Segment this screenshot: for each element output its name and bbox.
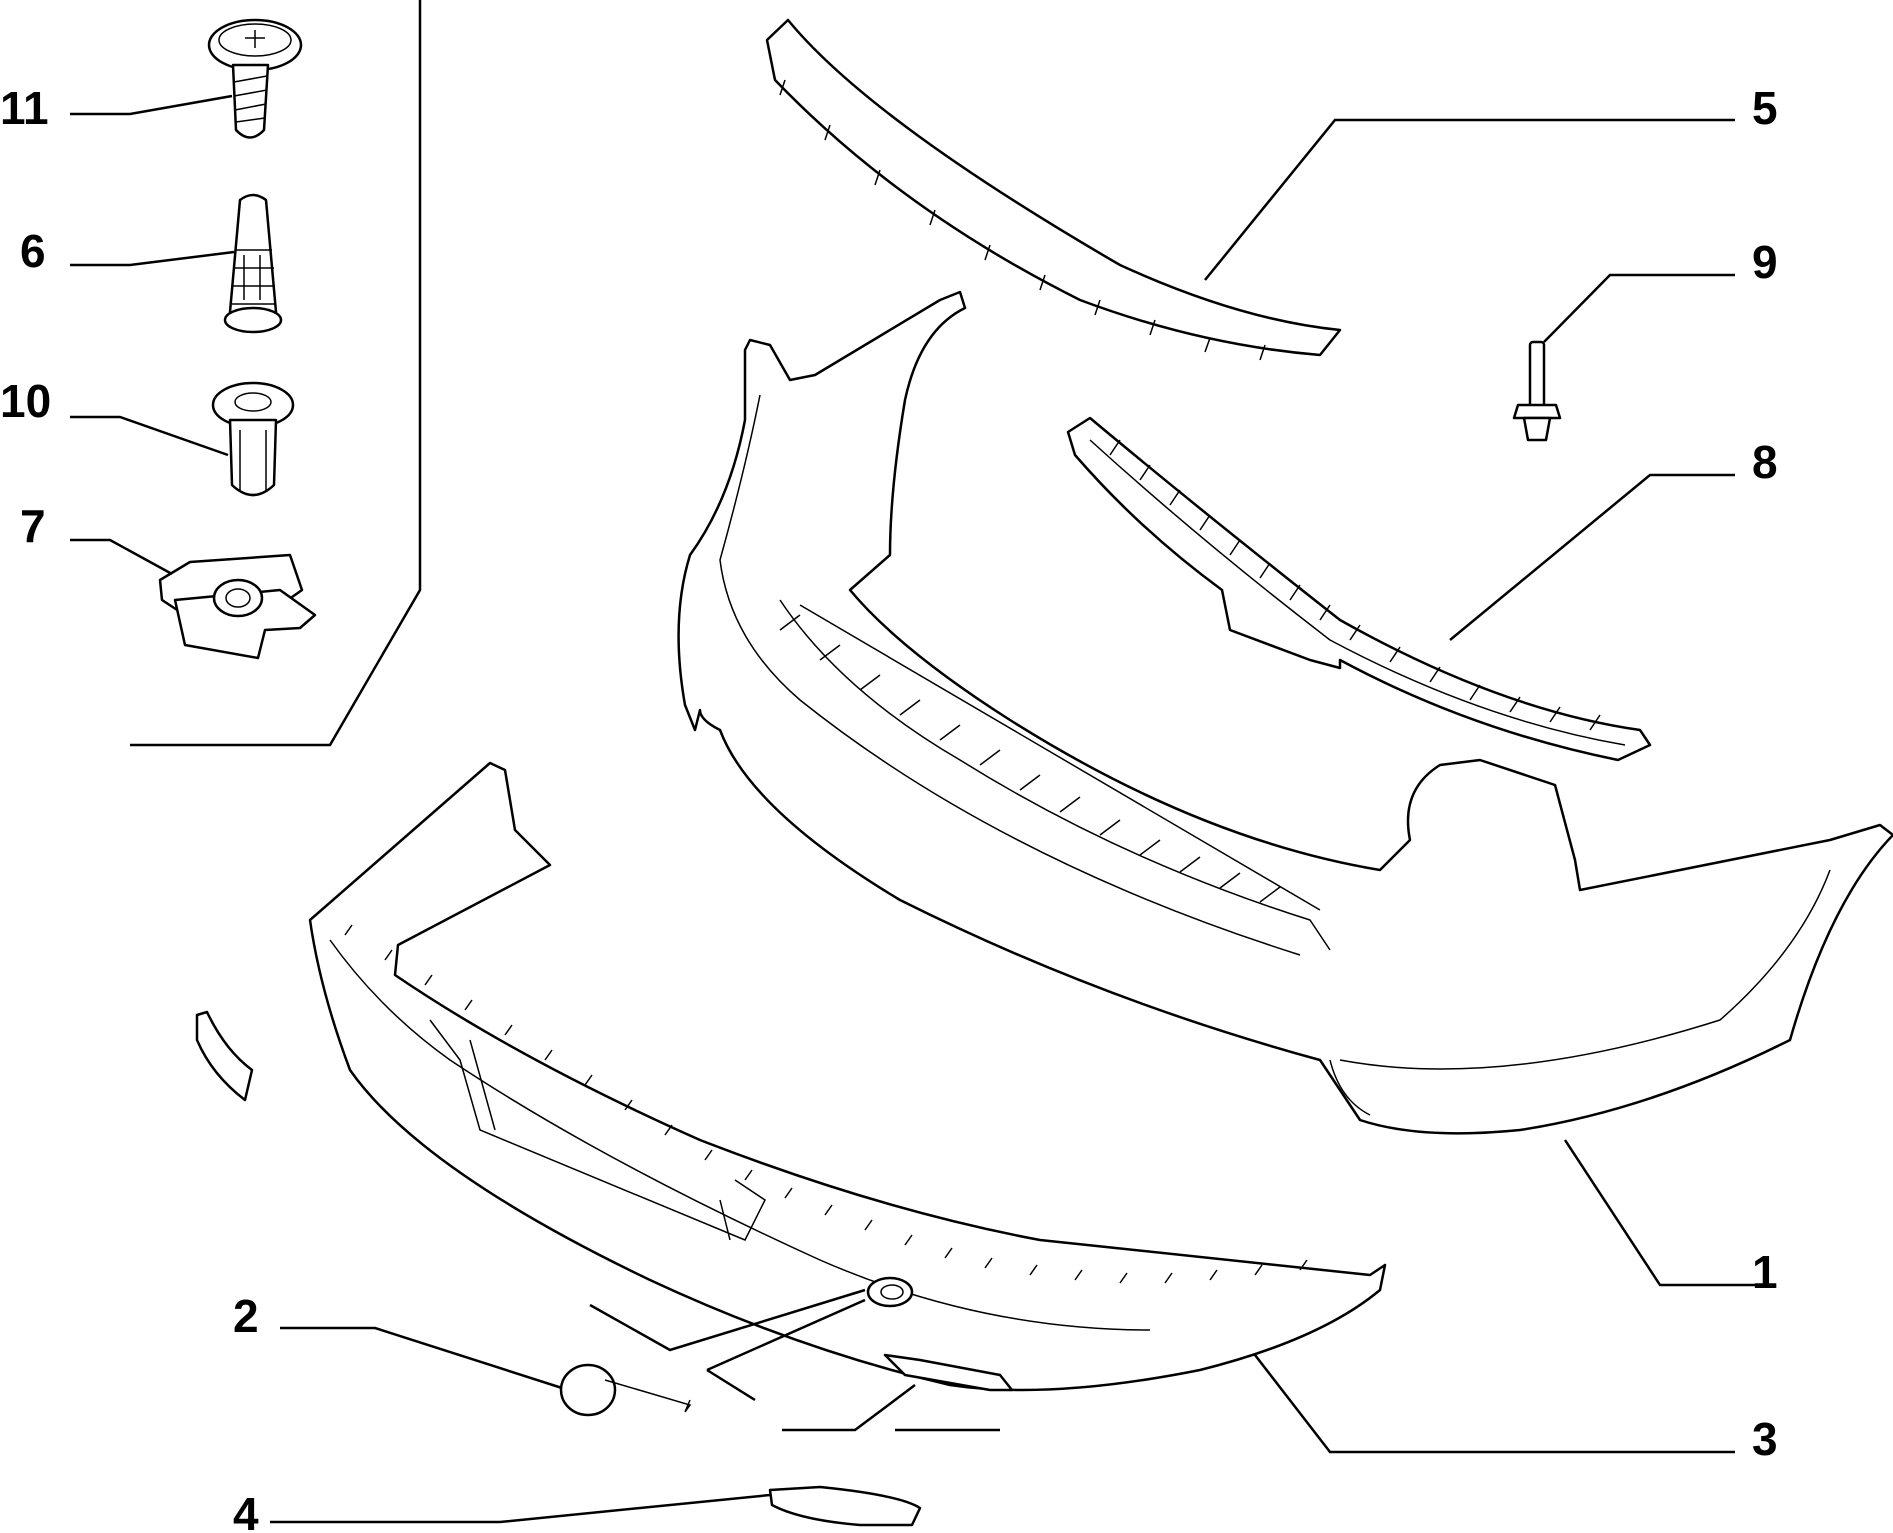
leader-9	[1543, 273, 1735, 343]
leader-5	[1204, 118, 1735, 281]
tow-hook-pointer	[589, 1288, 866, 1352]
bumper-bracket-part-8[interactable]	[1066, 416, 1652, 762]
callout-6: 6	[20, 225, 46, 277]
leader-8	[1449, 473, 1735, 641]
callout-2: 2	[233, 1290, 259, 1342]
reflector-part-4[interactable]	[768, 1485, 922, 1527]
rear-bumper-cover-part-1[interactable]	[677, 290, 1893, 1135]
callout-10: 10	[0, 375, 51, 427]
side-trim-piece	[195, 1010, 254, 1102]
lower-bumper-skirt-part-3[interactable]	[308, 761, 1387, 1392]
callout-3: 3	[1752, 1413, 1778, 1465]
leader-10	[70, 415, 229, 457]
callout-5: 5	[1752, 82, 1778, 134]
leader-6	[70, 250, 235, 267]
leader-4	[270, 1493, 771, 1524]
tow-hook-pointer-2	[706, 1298, 866, 1372]
leader-11	[70, 94, 233, 116]
upper-trim-strip-part-5[interactable]	[765, 18, 1342, 361]
callout-1: 1	[1752, 1246, 1778, 1298]
callout-7: 7	[20, 500, 46, 552]
callout-4: 4	[233, 1488, 259, 1533]
callout-11: 11	[0, 82, 49, 134]
leader-1	[1563, 1139, 1755, 1287]
expansion-plug-part-6[interactable]	[223, 193, 283, 334]
leader-2	[280, 1326, 563, 1390]
push-rivet-part-10[interactable]	[211, 381, 295, 497]
clip-nut-part-7[interactable]	[158, 553, 317, 660]
hardware-panel-divider	[130, 0, 422, 747]
screw-part-11[interactable]	[207, 18, 303, 139]
stud-part-9[interactable]	[1512, 340, 1562, 442]
callout-9: 9	[1752, 236, 1778, 288]
tow-hook-pointer-3	[706, 1368, 756, 1402]
leader-3	[1254, 1354, 1735, 1454]
tow-hook-cap-part-2[interactable]	[559, 1363, 692, 1417]
leader-7	[70, 538, 173, 576]
reflector-pointer	[782, 1384, 916, 1432]
callout-8: 8	[1752, 436, 1778, 488]
